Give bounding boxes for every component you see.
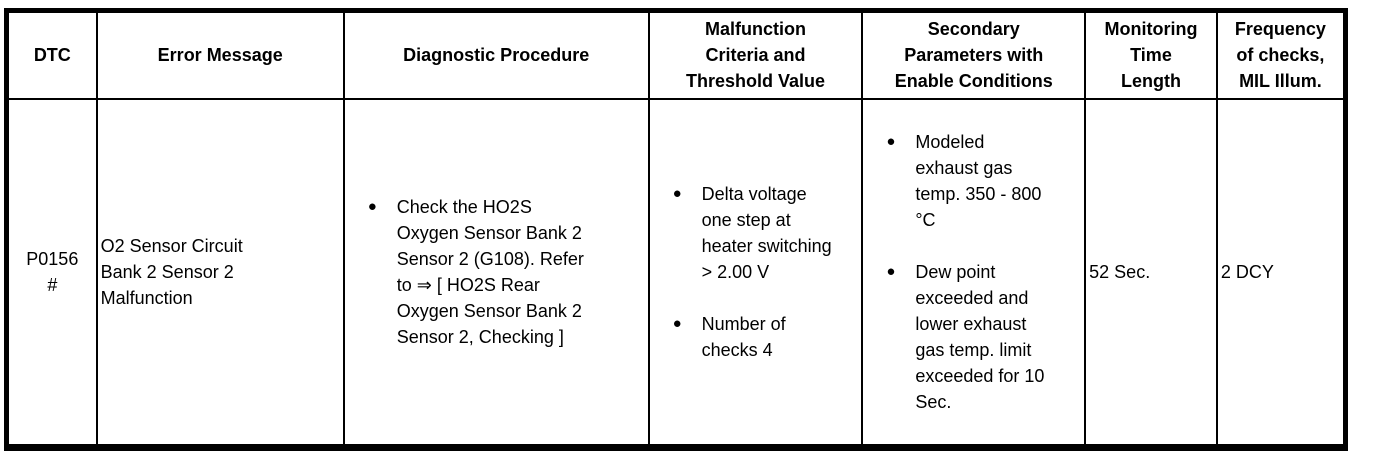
cell-malfunction-criteria: ● Delta voltage one step at heater switc… (647, 97, 864, 449)
header-dtc: DTC (5, 9, 98, 100)
header-error-message: Error Message (95, 9, 345, 100)
list-item: ● Modeled exhaust gas temp. 350 - 800 °C (886, 129, 1079, 233)
header-secondary-parameters: Secondary Parameters with Enable Conditi… (861, 9, 1087, 100)
dtc-table: DTC Error Message Diagnostic Procedure M… (4, 8, 1348, 451)
header-diagnostic-procedure: Diagnostic Procedure (342, 9, 650, 100)
header-frequency-of-checks: Frequency of checks, MIL Illum. (1215, 9, 1347, 100)
bullet-icon: ● (672, 184, 682, 202)
dtc-code: P0156 (26, 248, 79, 269)
diagnostic-procedure-list: ● Check the HO2S Oxygen Sensor Bank 2 Se… (348, 194, 645, 350)
cell-diagnostic-procedure: ● Check the HO2S Oxygen Sensor Bank 2 Se… (342, 97, 650, 449)
list-item-text: Dew point exceeded and lower exhaust gas… (915, 261, 1045, 412)
error-message-text: O2 Sensor Circuit Bank 2 Sensor 2 Malfun… (100, 235, 243, 308)
list-item-text: Modeled exhaust gas temp. 350 - 800 °C (915, 131, 1042, 230)
cell-error-message: O2 Sensor Circuit Bank 2 Sensor 2 Malfun… (95, 97, 345, 449)
list-item-text: Check the HO2S Oxygen Sensor Bank 2 Sens… (396, 196, 584, 347)
malfunction-criteria-list: ● Delta voltage one step at heater switc… (653, 181, 859, 363)
cell-monitoring-time: 52 Sec. (1084, 97, 1218, 449)
header-malfunction-criteria: Malfunction Criteria and Threshold Value (647, 9, 864, 100)
dtc-flag: # (47, 274, 58, 295)
list-item-text: Number of checks 4 (701, 313, 786, 360)
cell-secondary-parameters: ● Modeled exhaust gas temp. 350 - 800 °C… (861, 97, 1087, 449)
list-item: ● Delta voltage one step at heater switc… (673, 181, 857, 285)
secondary-parameters-list: ● Modeled exhaust gas temp. 350 - 800 °C… (866, 129, 1081, 415)
cell-frequency-of-checks: 2 DCY (1215, 97, 1347, 449)
list-item: ● Dew point exceeded and lower exhaust g… (886, 259, 1079, 415)
list-item: ● Check the HO2S Oxygen Sensor Bank 2 Se… (368, 194, 643, 350)
list-item-text: Delta voltage one step at heater switchi… (701, 183, 832, 282)
header-monitoring-time: Monitoring Time Length (1084, 9, 1218, 100)
table-row: P0156 # O2 Sensor Circuit Bank 2 Sensor … (5, 97, 1347, 449)
bullet-icon: ● (886, 262, 896, 280)
list-item: ● Number of checks 4 (673, 311, 857, 363)
bullet-icon: ● (672, 314, 682, 332)
cell-dtc: P0156 # (5, 97, 98, 449)
frequency-of-checks-text: 2 DCY (1220, 261, 1274, 282)
header-row: DTC Error Message Diagnostic Procedure M… (5, 9, 1347, 100)
bullet-icon: ● (367, 197, 377, 215)
bullet-icon: ● (886, 132, 896, 150)
monitoring-time-text: 52 Sec. (1089, 261, 1151, 282)
